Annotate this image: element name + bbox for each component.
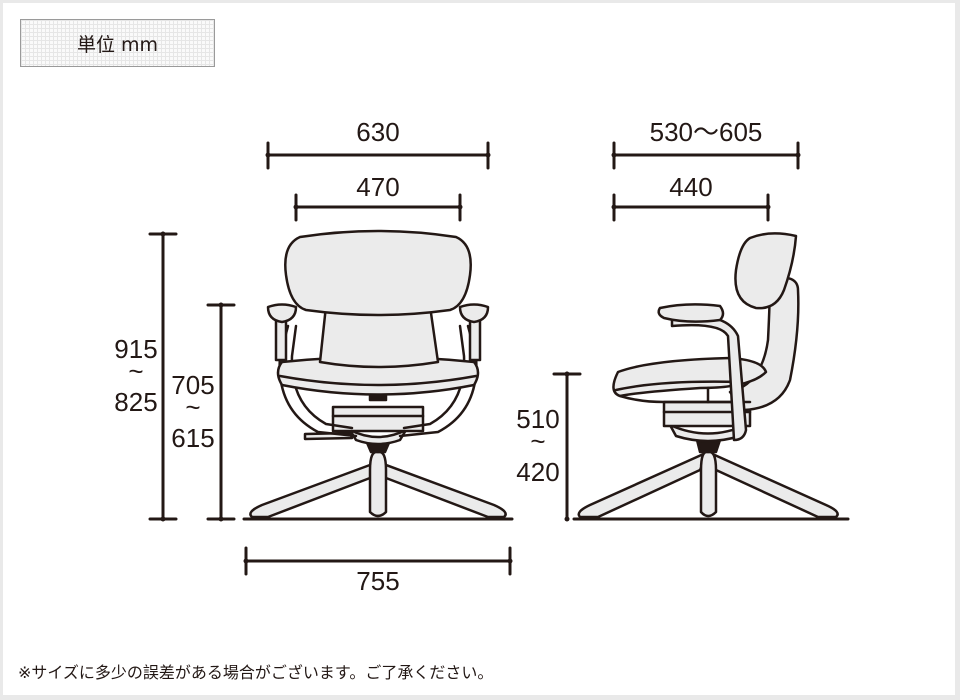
label-height-max: 915 <box>114 334 157 364</box>
tolerance-note: ※サイズに多少の誤差がある場合がございます。ご了承ください。 <box>18 663 494 682</box>
range-symbol-height: ~ <box>128 356 143 386</box>
label-height-min: 825 <box>114 387 157 417</box>
dim-armrest-height <box>206 303 236 521</box>
label-seat-height-max: 510 <box>516 404 559 434</box>
range-symbol-seat-height: ~ <box>530 426 545 456</box>
unit-label-box: 単位 mm <box>20 19 215 67</box>
chair-front-view <box>249 229 507 519</box>
unit-label: 単位 mm <box>76 33 159 56</box>
label-armrest-height-min: 615 <box>171 423 214 453</box>
label-depth: 530〜605 <box>650 117 763 147</box>
label-seat-height-min: 420 <box>516 457 559 487</box>
dim-seat-height <box>552 372 582 521</box>
range-symbol-armrest: ~ <box>185 392 200 422</box>
label-seat-depth: 440 <box>669 172 712 202</box>
label-armrest-height-max: 705 <box>171 370 214 400</box>
label-overall-width: 630 <box>356 117 399 147</box>
label-seat-width: 470 <box>356 172 399 202</box>
chair-side-view <box>577 232 839 519</box>
label-base-width: 755 <box>356 566 399 596</box>
dimension-endpoints <box>160 152 801 564</box>
